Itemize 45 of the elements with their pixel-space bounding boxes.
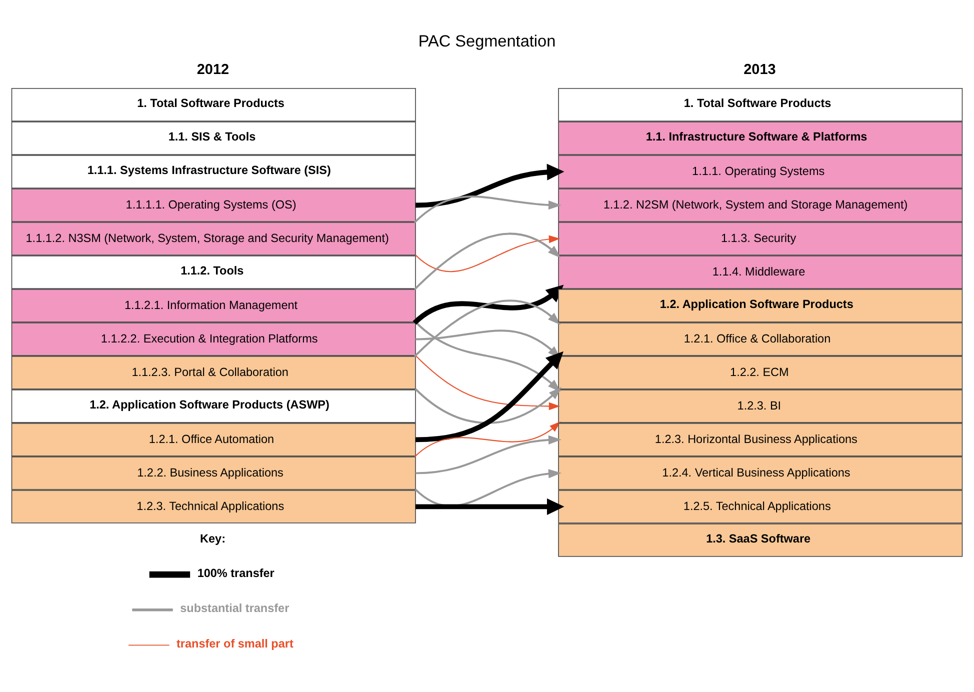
node-box: 1.2.2. Business Applications <box>11 456 416 490</box>
label: 2013 <box>744 62 776 78</box>
node-box: 1. Total Software Products <box>558 88 963 122</box>
node-box: 1.1.1. Systems Infrastructure Software (SIS) <box>11 155 416 188</box>
node-box: 1.3. SaaS Software <box>558 523 963 557</box>
legend-label: substantial transfer <box>180 602 290 616</box>
arrow <box>414 232 561 290</box>
node-box: 1.1.1. Operating Systems <box>558 155 963 188</box>
node-box: 1.1. SIS & Tools <box>11 122 416 155</box>
node-box: 1.2.3. Horizontal Business Applications <box>558 422 963 456</box>
arrow <box>414 421 561 458</box>
node-box: 1.1.1.1. Operating Systems (OS) <box>11 188 416 222</box>
label: Key: <box>200 532 226 546</box>
node-box: 1.1.2.2. Execution & Integration Platforms <box>11 322 416 356</box>
arrow <box>413 284 564 325</box>
legend-label: transfer of small part <box>176 637 294 650</box>
node-box: 1. Total Software Products <box>11 88 416 122</box>
node-box: 1.2.3. Technical Applications <box>11 490 416 524</box>
arrow <box>415 235 560 272</box>
arrow <box>415 435 562 474</box>
node-box: 1.1. Infrastructure Software & Platforms <box>558 122 963 155</box>
node-box: 1.1.3. Security <box>558 222 963 256</box>
node-box: 1.2.1. Office Automation <box>11 422 416 456</box>
node-box: 1.1.2. Tools <box>11 255 416 289</box>
diagram-title: PAC Segmentation <box>418 32 556 50</box>
node-box: 1.1.2.1. Information Management <box>11 288 416 322</box>
node-box: 1.1.2.3. Portal & Collaboration <box>11 356 416 390</box>
label: 2012 <box>196 62 230 78</box>
node-box: 1.2. Application Software Products (ASWP) <box>11 389 416 423</box>
node-box: 1.2.2. ECM <box>558 356 963 390</box>
arrow <box>414 196 562 224</box>
node-box: 1.2.1. Office & Collaboration <box>558 322 963 356</box>
arrow <box>415 355 560 410</box>
node-box: 1.2.3. BI <box>558 389 963 423</box>
arrow <box>415 351 564 442</box>
node-box: 1.2.5. Technical Applications <box>558 490 963 524</box>
arrow <box>415 164 564 208</box>
node-box: 1.1.1.2. N3SM (Network, System, Storage and Security Management) <box>11 222 416 256</box>
arrow <box>414 386 562 424</box>
node-box: 1.2.4. Vertical Business Applications <box>558 456 963 490</box>
node-box: 1.1.4. Middleware <box>558 255 963 289</box>
legend-label: 100% transfer <box>197 566 274 580</box>
arrow <box>415 498 564 515</box>
node-box: 1.1.2. N2SM (Network, System and Storage Management) <box>558 188 963 222</box>
node-box: 1.2. Application Software Products <box>558 288 963 322</box>
